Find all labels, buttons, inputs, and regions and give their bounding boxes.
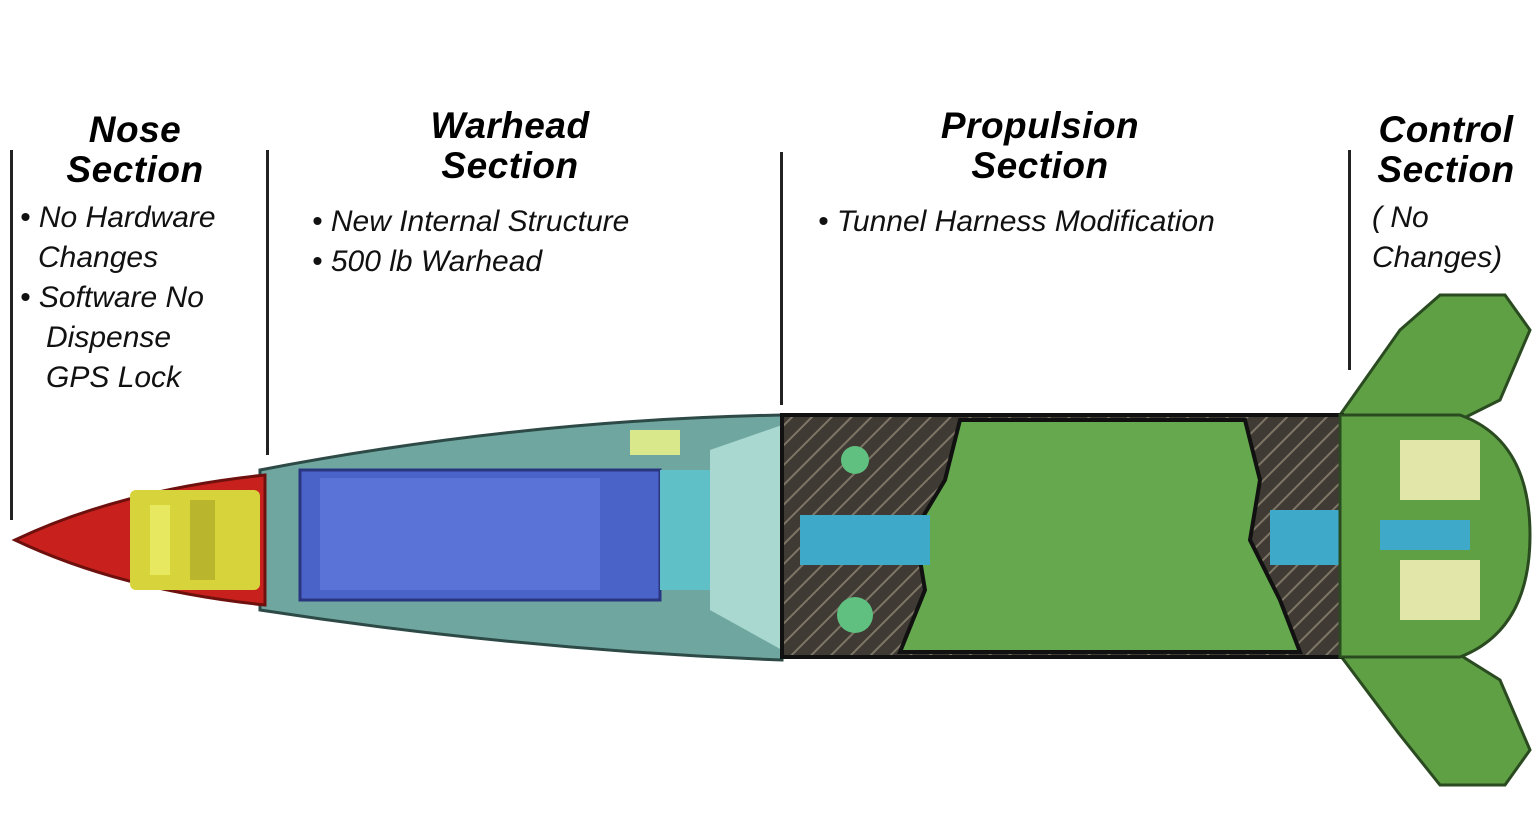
warhead-section-notes: • New Internal Structure • 500 lb Warhea… — [312, 205, 630, 278]
divider-nose-left — [10, 150, 13, 520]
nose-section-notes: • No Hardware Changes • Software No Disp… — [20, 201, 216, 394]
lower-fin — [1337, 653, 1532, 787]
control-section-notes: ( No Changes) — [1372, 201, 1503, 274]
propellant-grain — [897, 418, 1303, 654]
divider-propulsion-control — [1348, 150, 1351, 370]
upper-fin — [1337, 293, 1532, 422]
propulsion-section-notes: • Tunnel Harness Modification — [818, 205, 1215, 238]
divider-nose-warhead — [266, 150, 269, 455]
divider-warhead-propulsion — [780, 152, 783, 405]
harness-tunnel-front — [800, 515, 930, 565]
